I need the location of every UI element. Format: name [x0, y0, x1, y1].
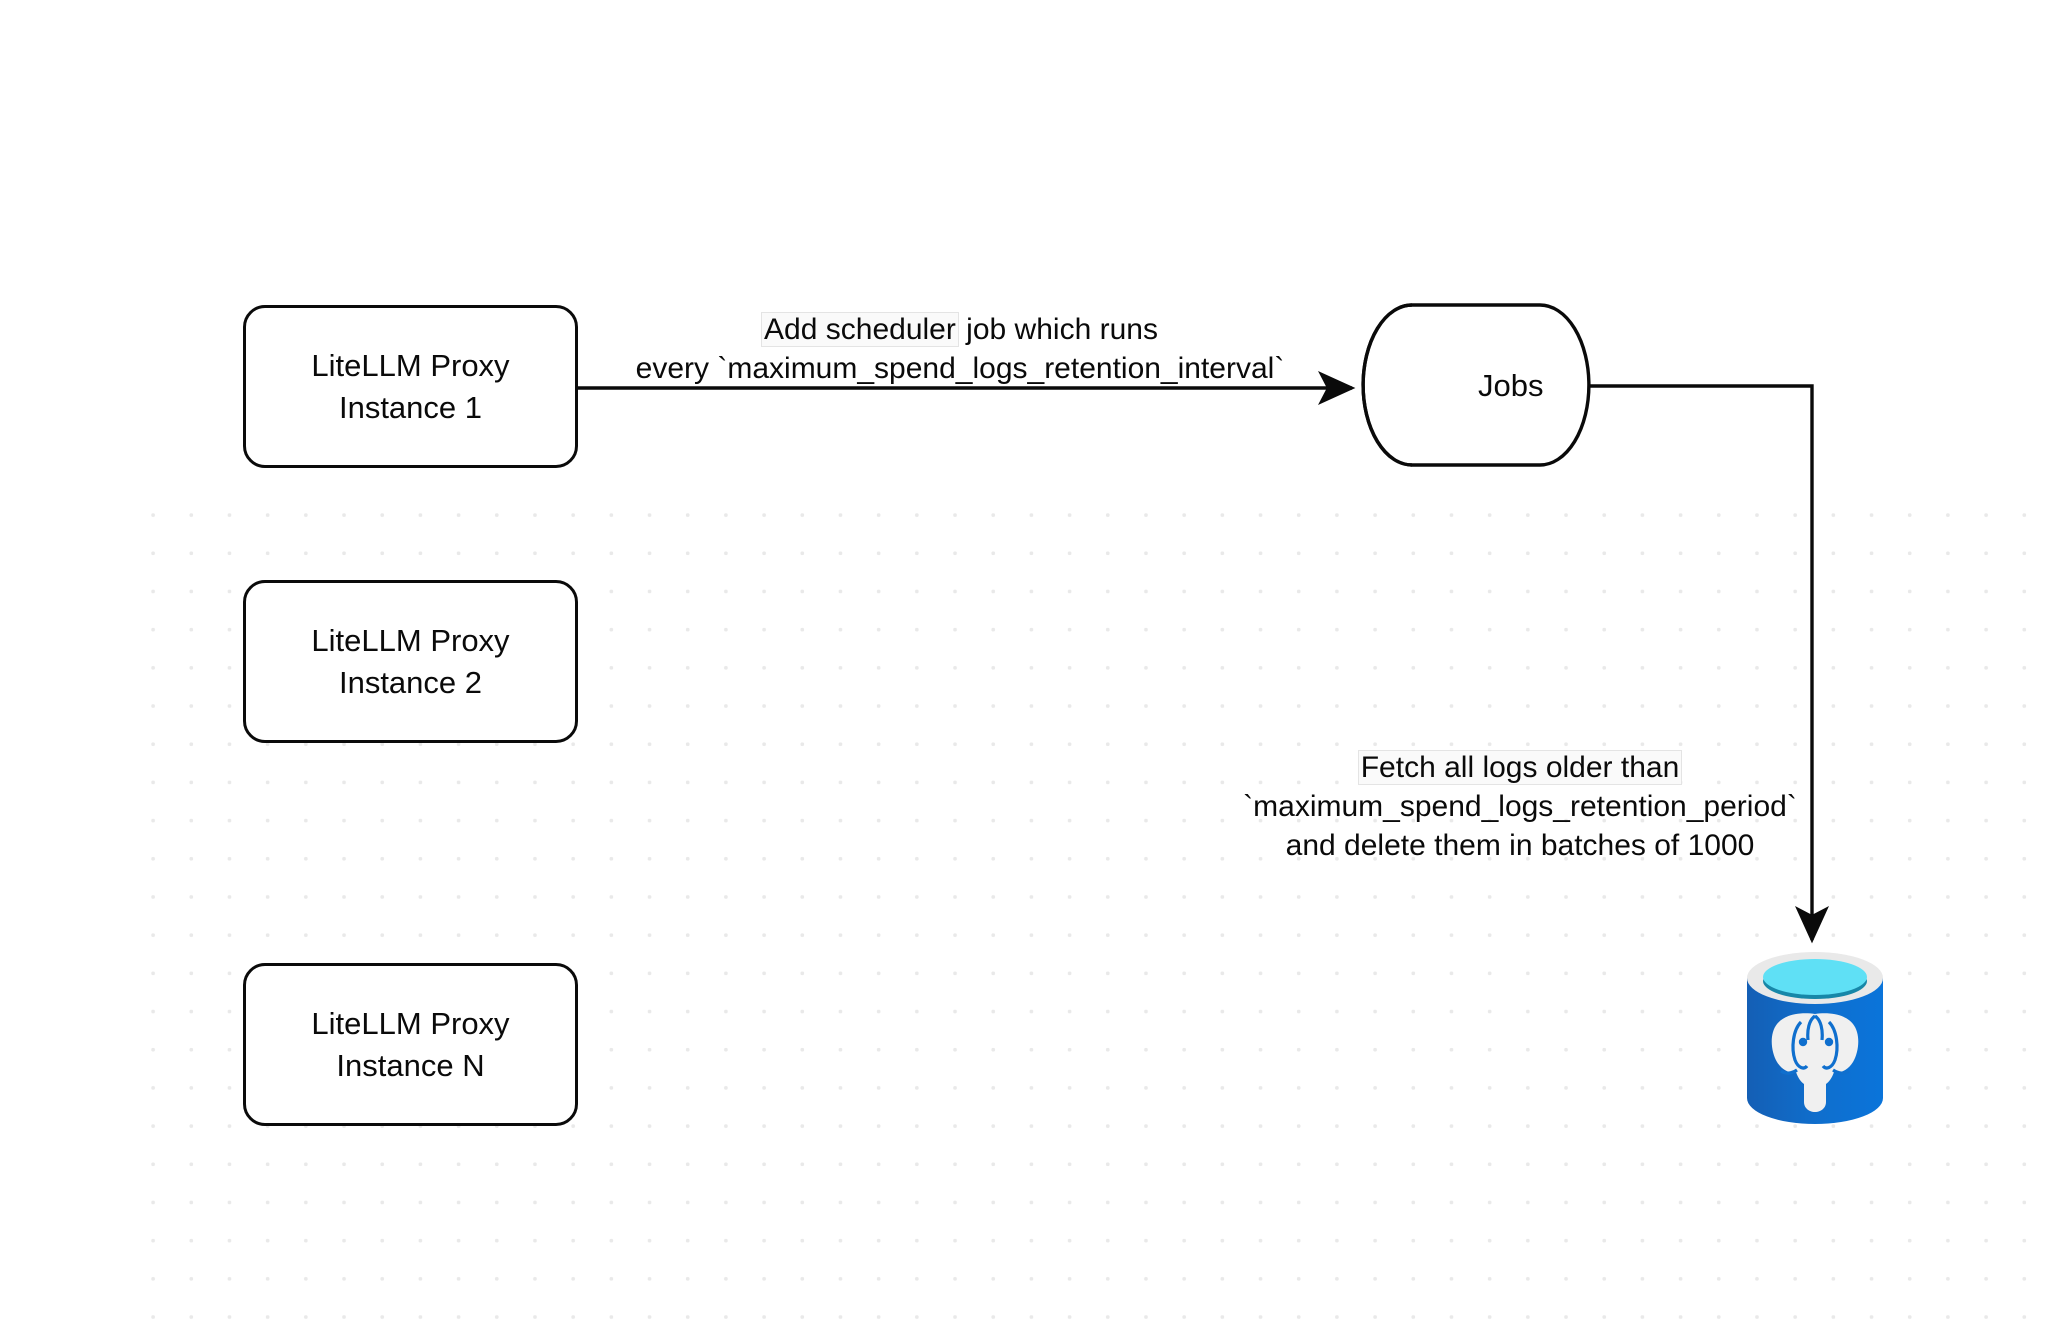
elephant-face-lines	[1780, 1014, 1850, 1075]
edge-label-1-line-2: every `maximum_spend_logs_retention_inte…	[635, 352, 1285, 385]
instance-n-line-2: Instance N	[336, 1047, 485, 1083]
node-litellm-proxy-instance-1[interactable]: LiteLLM Proxy Instance 1	[243, 305, 578, 468]
edge-label-1-line-1: Add scheduler job which runs	[610, 310, 1310, 349]
node-litellm-proxy-instance-2[interactable]: LiteLLM Proxy Instance 2	[243, 580, 578, 743]
edge-label-2-highlight: Fetch all logs older than	[1358, 751, 1682, 784]
edge-label-fetch-delete-logs: Fetch all logs older than `maximum_spend…	[1240, 748, 1800, 865]
edge-label-2-line-1: Fetch all logs older than	[1240, 748, 1800, 787]
postgresql-elephant-icon[interactable]	[1741, 952, 1889, 1132]
edge-label-2-line-3: and delete them in batches of 1000	[1285, 829, 1755, 862]
edge-label-1-rest: job which runs	[957, 313, 1158, 346]
edge-label-2-line-2: `maximum_spend_logs_retention_period`	[1243, 790, 1797, 823]
instance-2-line-2: Instance 2	[338, 664, 483, 700]
edge-label-add-scheduler-job: Add scheduler job which runs every `maxi…	[610, 310, 1310, 388]
jobs-cylinder-label: Jobs	[1478, 368, 1544, 403]
edge-label-1-highlight: Add scheduler	[762, 313, 958, 346]
instance-n-line-1: LiteLLM Proxy	[311, 1005, 510, 1041]
instance-1-line-2: Instance 1	[338, 389, 483, 425]
node-litellm-proxy-instance-n[interactable]: LiteLLM Proxy Instance N	[243, 963, 578, 1126]
instance-1-line-1: LiteLLM Proxy	[311, 347, 510, 383]
instance-2-line-1: LiteLLM Proxy	[311, 622, 510, 658]
